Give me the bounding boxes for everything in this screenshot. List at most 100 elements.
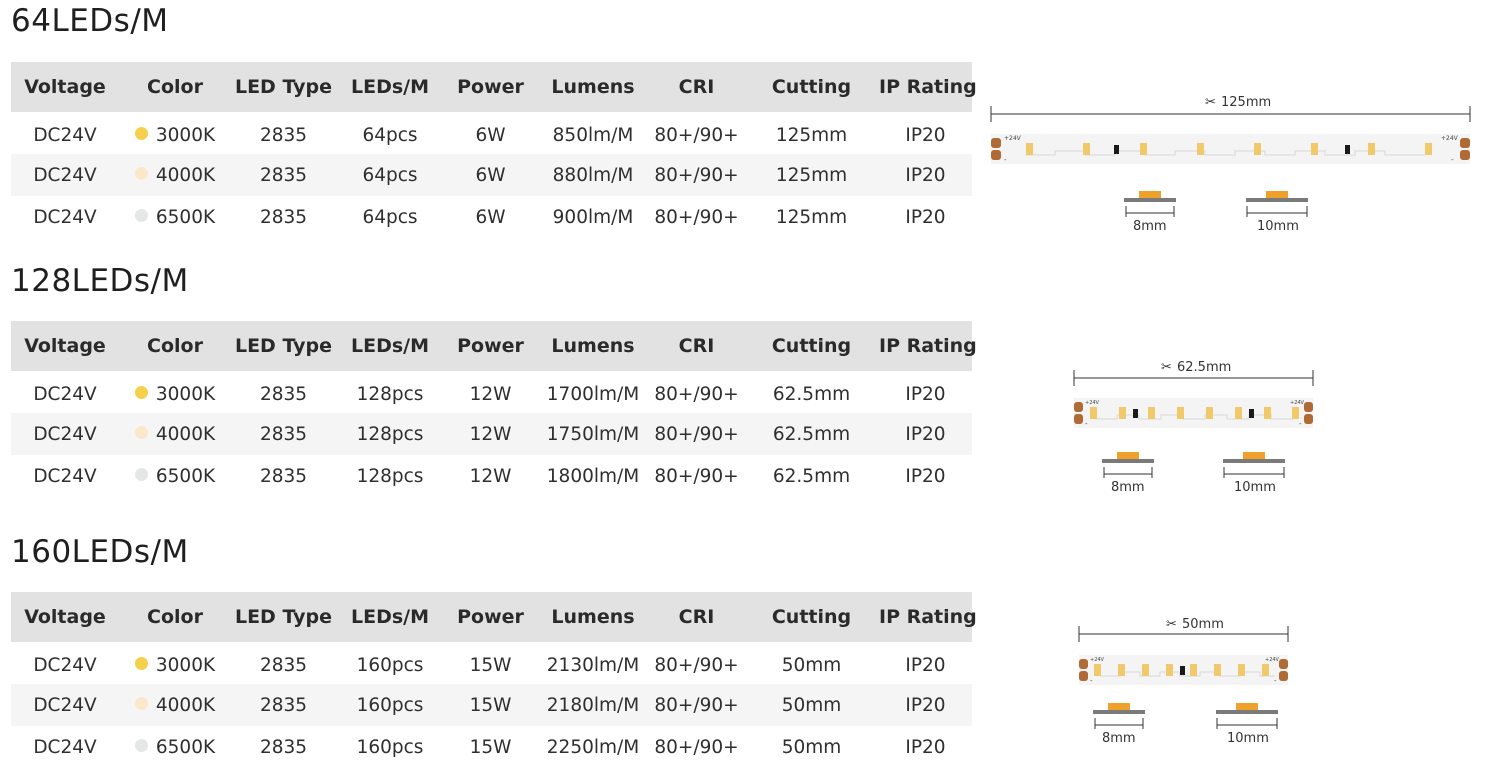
cell-led-type: 2835: [259, 465, 308, 487]
cell-color-label: 4000K: [155, 164, 216, 186]
cell-power: 6W: [475, 124, 506, 146]
cell-color: 6500K: [119, 455, 231, 497]
header-cutting: Cutting: [744, 321, 879, 371]
led-strip: +24V +24V - -: [1079, 655, 1288, 685]
color-swatch-4000k: [134, 167, 148, 180]
cell-color: 4000K: [119, 684, 231, 726]
header-power: Power: [444, 321, 537, 371]
header-ip-rating: IP Rating: [879, 62, 977, 112]
header-ip-rating: IP Rating: [879, 592, 977, 642]
led-strip-diagram-160: ✂ 50mm +24V +24V - - 8mm: [1078, 617, 1289, 746]
cell-color-label: 3000K: [155, 124, 216, 146]
cell-color: 3000K: [119, 371, 231, 413]
led-chip: [1140, 143, 1147, 155]
led-strip: +24V +24V - -: [991, 134, 1470, 164]
color-swatch-3000k: [134, 127, 148, 140]
header-leds-per-m: LEDs/M: [336, 321, 444, 371]
solder-pad: [1279, 671, 1288, 681]
table-row: DC24V 4000K 2835 160pcs 15W 2180lm/M 80+…: [11, 684, 972, 726]
cell-leds-per-m: 128pcs: [356, 383, 424, 405]
led-chip: [1197, 143, 1204, 155]
scissors-icon: ✂: [1205, 95, 1216, 110]
cell-color-label: 6500K: [155, 206, 216, 228]
cell-ip-rating: IP20: [905, 164, 946, 186]
solder-pad: [1079, 671, 1088, 681]
cell-ip-rating: IP20: [905, 383, 946, 405]
cell-power: 12W: [469, 465, 512, 487]
cell-voltage: DC24V: [33, 694, 97, 716]
cell-lumens: 2130lm/M: [546, 654, 640, 676]
voltage-mark: +24V: [1004, 135, 1022, 142]
scissors-icon: ✂: [1161, 360, 1172, 375]
cell-cutting: 62.5mm: [772, 423, 851, 445]
header-lumens: Lumens: [537, 62, 649, 112]
cell-voltage: DC24V: [33, 206, 97, 228]
color-swatch-6500k: [134, 739, 148, 752]
header-leds-per-m: LEDs/M: [336, 62, 444, 112]
header-color: Color: [119, 592, 231, 642]
header-cutting: Cutting: [744, 62, 879, 112]
width-10mm-profile: 10mm: [1223, 452, 1285, 495]
cell-leds-per-m: 160pcs: [356, 736, 424, 758]
table-row: DC24V 3000K 2835 64pcs 6W 850lm/M 80+/90…: [11, 112, 972, 154]
width-10mm-profile: 10mm: [1216, 703, 1278, 746]
cell-power: 12W: [469, 383, 512, 405]
cell-color-label: 6500K: [155, 465, 216, 487]
led-chip: [1119, 407, 1126, 419]
cell-color-label: 4000K: [155, 423, 216, 445]
cell-leds-per-m: 160pcs: [356, 654, 424, 676]
width-10mm-label: 10mm: [1234, 480, 1276, 495]
cell-color: 3000K: [119, 642, 231, 684]
cell-cri: 80+/90+: [654, 206, 739, 228]
minus-mark: -: [1451, 156, 1454, 164]
header-power: Power: [444, 62, 537, 112]
cell-lumens: 1700lm/M: [546, 383, 640, 405]
cell-power: 6W: [475, 206, 506, 228]
led-chip: [1026, 143, 1033, 155]
cell-cri: 80+/90+: [654, 383, 739, 405]
cell-led-type: 2835: [259, 736, 308, 758]
header-led-type: LED Type: [231, 321, 336, 371]
color-swatch-4000k: [134, 426, 148, 439]
led-chip: [1238, 664, 1245, 676]
cell-power: 6W: [475, 164, 506, 186]
led-chip: [1118, 664, 1125, 676]
voltage-mark: +24V: [1090, 657, 1105, 663]
cell-leds-per-m: 160pcs: [356, 694, 424, 716]
header-color: Color: [119, 62, 231, 112]
scissors-icon: ✂: [1166, 617, 1177, 632]
led-chip: [1090, 407, 1097, 419]
cell-color-label: 6500K: [155, 736, 216, 758]
table-row: DC24V 3000K 2835 160pcs 15W 2130lm/M 80+…: [11, 642, 972, 684]
cell-ip-rating: IP20: [905, 423, 946, 445]
cell-led-type: 2835: [259, 124, 308, 146]
cut-length-dimension: ✂ 125mm: [990, 95, 1471, 122]
cell-color: 6500K: [119, 726, 231, 768]
width-10mm-profile: 10mm: [1246, 191, 1308, 234]
led-chip: [1094, 664, 1101, 676]
cell-leds-per-m: 128pcs: [356, 465, 424, 487]
voltage-mark: +24V: [1265, 657, 1280, 663]
minus-mark: -: [1299, 420, 1302, 428]
cell-led-type: 2835: [259, 423, 308, 445]
resistor: [1114, 145, 1119, 154]
led-chip: [1254, 143, 1261, 155]
width-8mm-profile: 8mm: [1124, 191, 1176, 234]
table-row: DC24V 6500K 2835 160pcs 15W 2250lm/M 80+…: [11, 726, 972, 768]
width-10mm-label: 10mm: [1227, 731, 1269, 746]
led-chip: [1190, 664, 1197, 676]
cell-cutting: 125mm: [775, 164, 848, 186]
cell-ip-rating: IP20: [905, 736, 946, 758]
color-swatch-4000k: [134, 697, 148, 710]
color-swatch-6500k: [134, 209, 148, 222]
cell-cutting: 125mm: [775, 124, 848, 146]
header-voltage: Voltage: [11, 62, 119, 112]
solder-pad: [1304, 402, 1313, 412]
cell-voltage: DC24V: [33, 465, 97, 487]
cell-leds-per-m: 64pcs: [362, 164, 418, 186]
cell-power: 15W: [469, 694, 512, 716]
cell-ip-rating: IP20: [905, 654, 946, 676]
cut-length-label: 50mm: [1182, 617, 1224, 632]
color-swatch-3000k: [134, 657, 148, 670]
cell-color: 3000K: [119, 112, 231, 154]
